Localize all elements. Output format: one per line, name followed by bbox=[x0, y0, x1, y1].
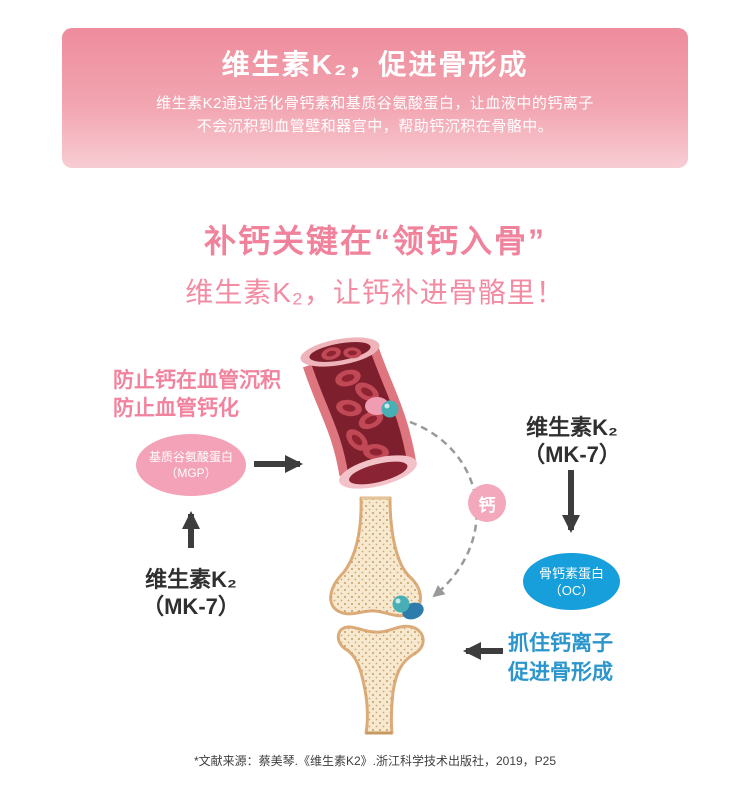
vessel-bottom-opening bbox=[339, 455, 417, 489]
vitamin-k2-left-line2: （MK-7） bbox=[142, 594, 240, 619]
headline-line1: 补钙关键在“领钙入骨” bbox=[203, 223, 546, 259]
vitamin-k2-right-line1: 维生素K₂ bbox=[526, 415, 618, 440]
calcium-transfer-dashed-path bbox=[409, 420, 478, 598]
vessel-top-opening bbox=[300, 337, 380, 367]
citation-footnote: *文献来源：蔡美琴.《维生素K2》.浙江科学技术出版社，2019，P25 bbox=[193, 754, 557, 768]
bone-formation-note-line1: 抓住钙离子 bbox=[508, 632, 613, 655]
red-blood-cells bbox=[335, 369, 389, 461]
vessel-protection-note-line1: 防止钙在血管沉积 bbox=[113, 369, 281, 392]
header-banner: 维生素K₂，促进骨形成 维生素K2通过活化骨钙素和基质谷氨酸蛋白，让血液中的钙离… bbox=[62, 28, 688, 168]
bone-illustration bbox=[329, 496, 425, 735]
vitamin-k2-right-line2: （MK-7） bbox=[523, 442, 621, 467]
oc-label-line2: （OC） bbox=[548, 582, 595, 598]
vitamin-k2-left-label: 维生素K₂ （MK-7） bbox=[116, 566, 266, 620]
calcium-ion-top bbox=[365, 397, 399, 418]
banner-description-line2: 不会沉积到血管壁和器官中，帮助钙沉积在骨骼中。 bbox=[196, 118, 554, 135]
bone-formation-note-line2: 促进骨形成 bbox=[508, 661, 613, 684]
bone-formation-note: 抓住钙离子 促进骨形成 bbox=[508, 629, 613, 687]
banner-description-line1: 维生素K2通过活化骨钙素和基质谷氨酸蛋白，让血液中的钙离子 bbox=[156, 95, 594, 112]
mgp-label-line2: （MGP） bbox=[165, 466, 217, 480]
oc-label-line1: 骨钙素蛋白 bbox=[538, 565, 604, 581]
blood-vessel-illustration bbox=[300, 337, 417, 489]
mgp-protein-bubble: 基质谷氨酸蛋白 （MGP） bbox=[136, 434, 246, 496]
headline-line2: 维生素K₂，让钙补进骨骼里！ bbox=[185, 277, 565, 308]
vessel-protection-note: 防止钙在血管沉积 防止血管钙化 bbox=[113, 367, 281, 423]
vessel-protection-note-line2: 防止血管钙化 bbox=[113, 397, 239, 420]
oc-protein-bubble: 骨钙素蛋白 （OC） bbox=[523, 553, 620, 610]
calcium-badge: 钙 bbox=[468, 484, 506, 522]
calcium-ion-bottom bbox=[392, 595, 424, 620]
vitamin-k2-right-label: 维生素K₂ （MK-7） bbox=[497, 414, 647, 468]
headline: 补钙关键在“领钙入骨” 维生素K₂，让钙补进骨骼里！ bbox=[0, 216, 750, 311]
banner-title: 维生素K₂，促进骨形成 bbox=[221, 49, 529, 80]
vitamin-k2-left-line1: 维生素K₂ bbox=[145, 567, 237, 592]
mgp-label-line1: 基质谷氨酸蛋白 bbox=[148, 450, 233, 464]
flow-arrows bbox=[182, 455, 580, 660]
